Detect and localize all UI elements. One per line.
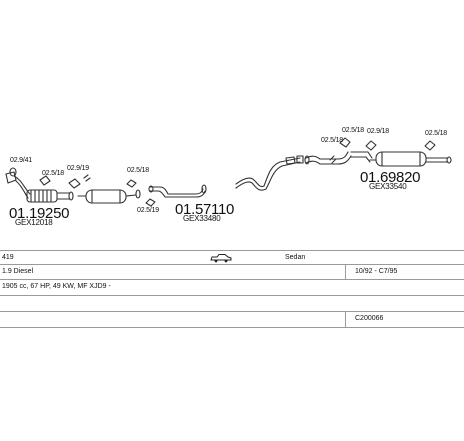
table-divider xyxy=(345,264,346,279)
part-code-1: GEX12018 xyxy=(15,218,53,227)
gasket-parts xyxy=(9,137,436,207)
front-pipe-part xyxy=(5,171,74,203)
specs-cell: 1905 cc, 67 HP, 49 KW, MF XJD9 - xyxy=(2,283,111,290)
part-number-1: 01.19250 xyxy=(9,205,70,222)
middle-pipe-part xyxy=(148,184,207,198)
catalog-number-cell: C200066 xyxy=(355,315,384,322)
model-cell: 419 xyxy=(2,254,14,261)
table-rule xyxy=(0,279,464,280)
ref-label-d: 02.5/18 xyxy=(127,167,149,174)
ref-label-h: 02.5/18 xyxy=(425,130,447,137)
exhaust-diagram xyxy=(5,137,452,207)
years-cell: 10/92 - C7/95 xyxy=(355,268,398,275)
part-code-3: GEX33540 xyxy=(369,182,407,191)
catalyst-part xyxy=(77,189,141,204)
body-type-cell: Sedan xyxy=(285,254,306,261)
table-rule xyxy=(0,250,464,251)
part-number-2: 01.57110 xyxy=(175,201,235,218)
car-icon xyxy=(210,254,232,263)
rear-silencer-part xyxy=(304,151,452,167)
ref-label-g: 02.9/18 xyxy=(367,128,389,135)
ref-label-f: 02.5/18 xyxy=(342,127,364,134)
intermediate-pipe-part xyxy=(235,156,301,191)
table-rule xyxy=(0,295,464,296)
table-divider xyxy=(345,311,346,327)
part-code-2: GEX33480 xyxy=(183,214,221,223)
part-number-3: 01.69820 xyxy=(360,169,421,186)
ref-label-a: 02.9/41 xyxy=(10,157,32,164)
table-rule xyxy=(0,311,464,312)
ref-label-b: 02.5/18 xyxy=(42,170,64,177)
ref-label-i: 02.5/18 xyxy=(321,137,343,144)
table-rule xyxy=(0,327,464,328)
table-rule xyxy=(0,264,464,265)
ref-label-e: 02.5/19 xyxy=(137,207,159,214)
engine-cell: 1.9 Diesel xyxy=(2,268,34,275)
ref-label-c: 02.9/19 xyxy=(67,165,89,172)
